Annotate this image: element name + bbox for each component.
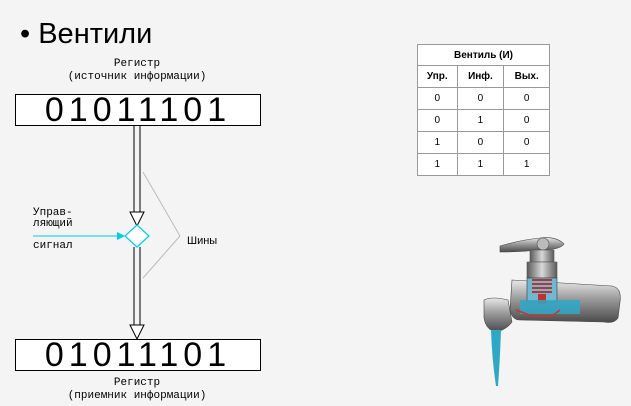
table-cell: 0: [456, 131, 505, 154]
truth-table-title: Вентиль (И): [417, 44, 550, 66]
source-caption-line-2: (источник информации): [67, 71, 207, 83]
lower-bus-arrow: [129, 247, 145, 341]
control-signal-arrow: [33, 232, 125, 240]
source-caption-line-1: Регистр: [113, 58, 161, 70]
dest-caption-line-1: Регистр: [113, 377, 161, 389]
title-text: Вентили: [38, 18, 153, 50]
bus-label: Шины: [187, 235, 218, 247]
truth-table: Вентиль (И) Упр. Инф. Вых. 0 0 0 0 1 0 1…: [417, 44, 550, 176]
table-cell: 0: [503, 109, 550, 132]
source-register-bits: 01011101: [44, 91, 232, 129]
table-cell: 0: [417, 109, 458, 132]
table-cell: 1: [417, 153, 458, 176]
table-row: 0 1 0: [417, 109, 550, 132]
faucet-icon: [483, 237, 621, 386]
gate-diamond: [124, 224, 150, 248]
control-label-line-1: Управ-: [33, 207, 73, 219]
table-cell: 1: [456, 109, 505, 132]
header-info: Инф.: [456, 65, 505, 88]
table-row: 0 0 0: [417, 87, 550, 110]
table-cell: 0: [456, 87, 505, 110]
table-row: 1 1 1: [417, 153, 550, 176]
dest-caption-line-2: (приемник информации): [67, 390, 207, 402]
header-output: Вых.: [503, 65, 550, 88]
control-label-line-3: сигнал: [33, 240, 73, 252]
table-row: 1 0 0: [417, 131, 550, 154]
bullet: •: [20, 18, 31, 50]
bus-bracket: [142, 171, 181, 279]
dest-register-caption: Регистр (приемник информации): [40, 377, 234, 403]
slide-title: • Вентили: [20, 17, 152, 51]
dest-register-bits: 01011101: [44, 336, 232, 374]
source-register: 01011101: [15, 91, 261, 129]
table-cell: 1: [417, 131, 458, 154]
control-label-line-2: ляющий: [33, 218, 73, 230]
source-register-caption: Регистр (источник информации): [40, 58, 234, 84]
table-cell: 0: [417, 87, 458, 110]
header-control: Упр.: [417, 65, 458, 88]
table-cell: 0: [503, 87, 550, 110]
table-cell: 0: [503, 131, 550, 154]
table-cell: 1: [503, 153, 550, 176]
table-cell: 1: [456, 153, 505, 176]
upper-bus-arrow: [129, 125, 145, 228]
dest-register: 01011101: [15, 336, 261, 374]
